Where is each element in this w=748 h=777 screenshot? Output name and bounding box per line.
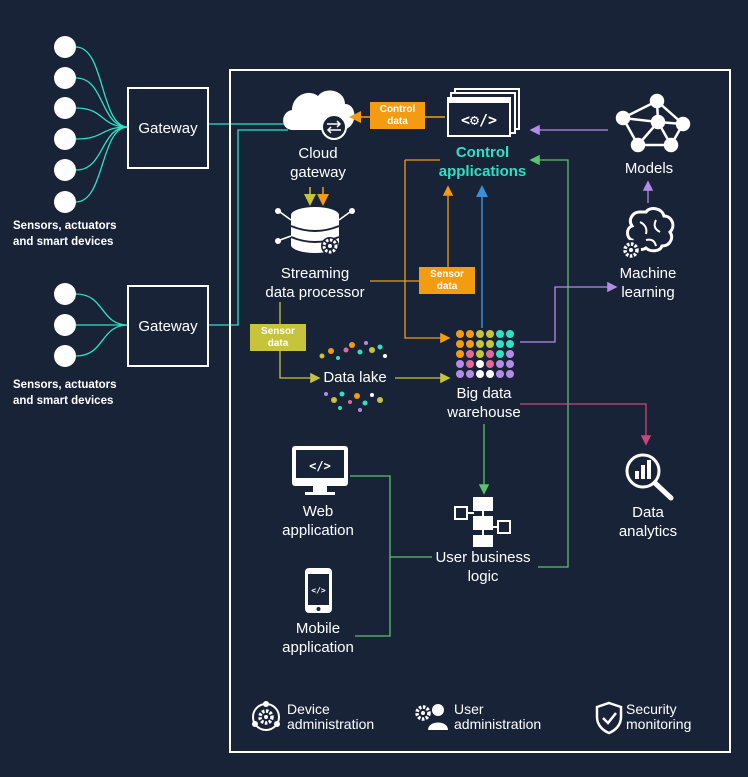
cloud-icon — [283, 90, 355, 140]
device-circles-group-1 — [54, 36, 76, 213]
warehouse-analytics-arrow — [520, 403, 652, 446]
gear-cycle-icon — [252, 701, 280, 731]
device-links-group-2 — [75, 293, 129, 357]
code-window-icon: <⚙/> — [447, 88, 520, 137]
loop-to-warehouse — [404, 160, 451, 344]
warehouse-ml-arrow — [520, 281, 618, 343]
data-lake-dots-icon — [319, 341, 387, 412]
gateway-label-1: Gateway — [138, 119, 198, 137]
device-links-group-1 — [75, 46, 129, 203]
device-circles-group-2 — [54, 283, 76, 367]
svg-text:<⚙/>: <⚙/> — [461, 111, 497, 129]
platform-frame — [229, 69, 731, 753]
database-icon — [275, 207, 355, 255]
shield-check-icon — [595, 701, 623, 735]
gateway-box-2: Gateway — [127, 285, 209, 367]
network-icon — [615, 93, 691, 153]
monitor-code-icon: </> — [292, 446, 348, 495]
phone-code-icon: </> — [305, 568, 332, 613]
data-lake-label: Data lake — [323, 369, 387, 386]
warehouse-grid-icon — [456, 330, 514, 378]
flowchart-icon — [454, 497, 511, 547]
logic-control-arrow — [529, 154, 569, 568]
users-gear-icon — [415, 704, 448, 730]
brain-gear-icon — [621, 207, 675, 260]
gateway-label-2: Gateway — [138, 317, 198, 335]
gateway-cloud-links — [209, 123, 288, 326]
gateway-box-1: Gateway — [127, 87, 209, 169]
mobile-logic-link — [355, 557, 391, 637]
svg-text:</>: </> — [311, 586, 326, 595]
web-logic-link — [350, 475, 432, 558]
svg-text:</>: </> — [309, 459, 331, 473]
magnifier-chart-icon — [625, 453, 674, 501]
models-label: Models — [624, 160, 674, 177]
